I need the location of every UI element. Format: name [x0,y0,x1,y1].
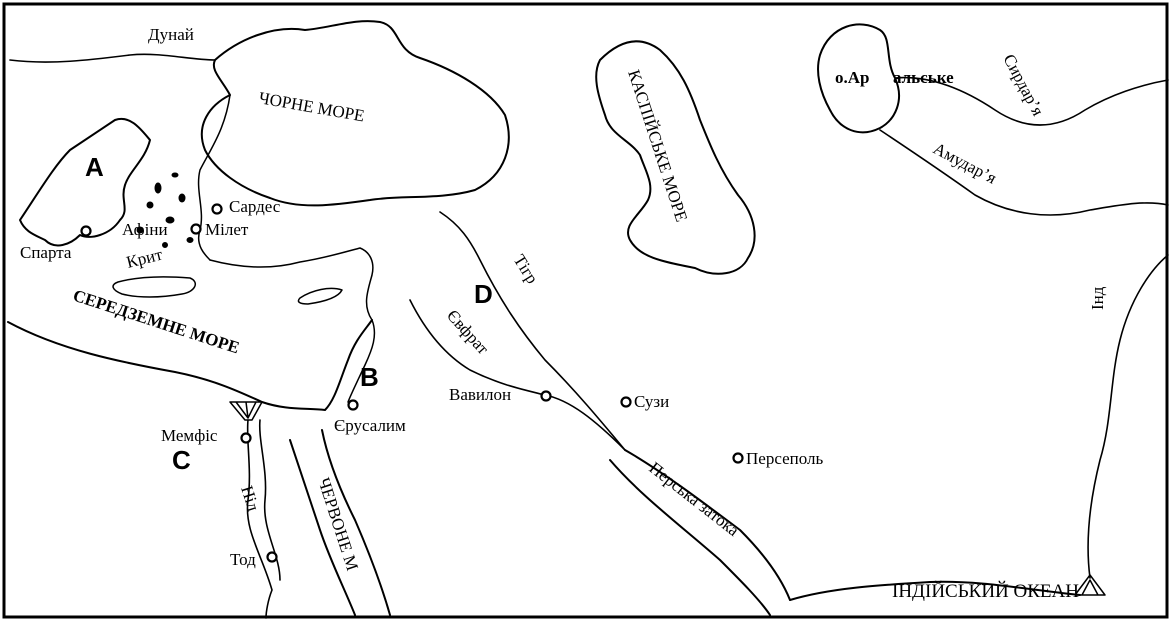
label-nile: Ніл [237,483,263,514]
city-marker-miletus [190,223,202,235]
levant-coast [347,319,376,403]
crete-island [112,276,197,298]
region-marker-d: D [474,279,493,309]
label-tigris: Тігр [510,251,542,287]
nile-river [246,419,273,619]
tigris-river [439,211,626,451]
label-crete: Крит [124,245,164,272]
city-marker-sparta [80,225,92,237]
red-sea-coast-east [321,429,391,616]
danube-river [9,53,216,63]
label-thebes: Тод [230,550,256,569]
label-miletus: Мілет [205,220,249,239]
label-caspian-sea: КАСПІЙСЬКЕ МОРЕ [624,67,691,224]
label-aral-lake-part2: альське [893,68,954,87]
label-babylon: Вавилон [449,385,511,404]
label-indian-ocean: ІНДІЙСЬКИЙ ОКЕАН [892,581,1079,602]
indus-river [1087,254,1169,579]
city-marker-babylon [540,390,552,402]
region-marker-b: B [360,362,379,392]
north-africa-coast [7,319,373,411]
aegean-east-coast [197,94,231,261]
city-marker-susa [620,396,632,408]
label-jerusalem: Єрусалим [334,416,406,435]
label-syr-darya: Сирдар’я [999,51,1047,119]
label-indus: Інд [1088,286,1107,310]
label-sardis: Сардес [229,197,281,216]
indus-delta [1074,574,1106,596]
persian-gulf-coast [624,449,791,601]
syr-darya-river [894,76,1169,126]
label-persepolis: Персеполь [746,449,823,468]
label-sparta: Спарта [20,243,72,262]
label-black-sea: ЧОРНЕ МОРЕ [257,88,366,125]
caspian-sea-coast [595,40,756,275]
label-susa: Сузи [634,392,669,411]
city-marker-jerusalem [347,399,359,411]
persia-south-coast [789,580,1081,601]
label-aral-lake-part1: о.Ар [835,68,869,87]
aegean-islands [136,172,194,248]
label-red-sea: ЧЕРВОНЕ М [314,475,362,573]
city-marker-sardis [211,203,223,215]
amu-darya-river [879,129,1169,216]
aral-lake-coast [817,23,900,134]
persian-gulf-coast-south [609,459,771,616]
city-marker-thebes [266,551,278,563]
label-danube: Дунай [148,25,194,44]
region-marker-a: A [85,152,104,182]
city-marker-persepolis [732,452,744,464]
red-sea-coast [289,439,356,616]
city-markers [80,203,744,563]
euphrates-river [409,299,626,451]
region-marker-c: C [172,445,191,475]
label-athens: Афіни [122,220,168,239]
label-persian-gulf: Перська затока [646,458,744,540]
label-memphis: Мемфіс [161,426,218,445]
label-amu-darya: Амудар’я [930,139,1000,188]
greece-coast [19,117,151,247]
label-euphrates: Євфрат [443,306,493,359]
city-marker-memphis [240,432,252,444]
nile-delta [229,401,263,421]
black-sea-coast [200,20,510,207]
anatolia-south-coast [209,247,374,321]
cyprus-island [297,287,343,305]
